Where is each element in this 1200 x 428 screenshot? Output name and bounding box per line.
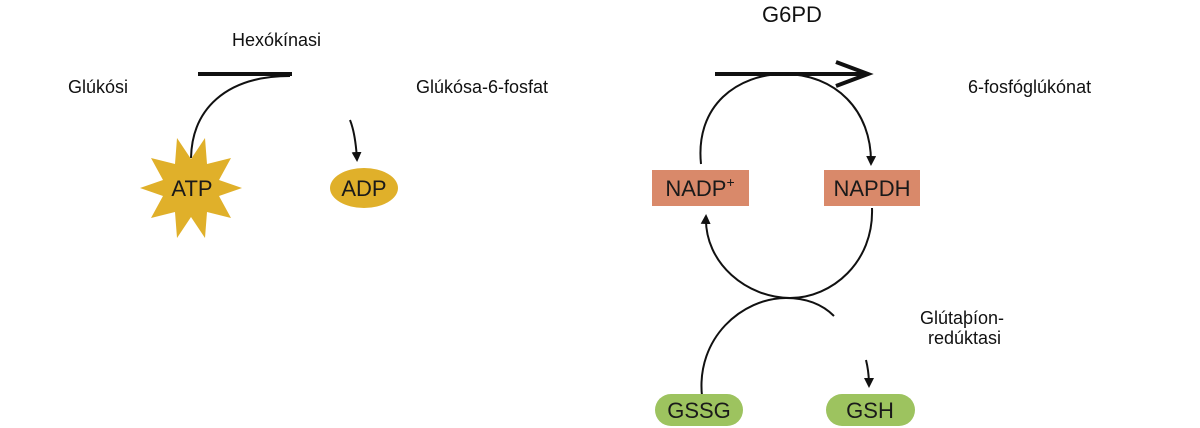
adp-release-arrow [349,119,362,162]
gsh-node [826,394,915,426]
nadph-node [824,170,920,206]
glutathione-reductase-label-line2: redúktasi [928,328,1001,348]
atp-star [140,138,242,238]
gsh-label: GSH [846,398,894,423]
g6pd-label: G6PD [762,2,822,27]
glucose-6-phosphate-label: Glúkósa-6-fosfat [416,77,548,97]
adp-label: ADP [341,176,386,201]
gssg-label: GSSG [667,398,731,423]
nadp-label: NADP+ [665,174,734,201]
nadp-charge: + [726,174,734,190]
glutathione-reductase-label-line1: Glútaþíon- [920,308,1004,328]
gssg-consumption-curve [700,296,835,397]
nadp-node [652,170,749,206]
gsh-release-arrow [863,359,874,388]
atp-consumption-curve [190,75,291,159]
nadph-label: NAPDH [833,176,910,201]
6-phosphogluconate-label: 6-fosfóglúkónat [968,77,1091,97]
gssg-node [655,394,743,426]
atp-label: ATP [171,176,212,201]
nadp-to-nadph-curve [699,72,877,166]
nadph-to-nadp-curve [700,207,874,300]
hexokinase-label: Hexókínasi [232,30,321,50]
adp-node [330,168,398,208]
glucose-label: Glúkósi [68,77,128,97]
nadp-text: NADP [665,176,726,201]
g6pd-reaction-arrowhead [835,60,874,88]
